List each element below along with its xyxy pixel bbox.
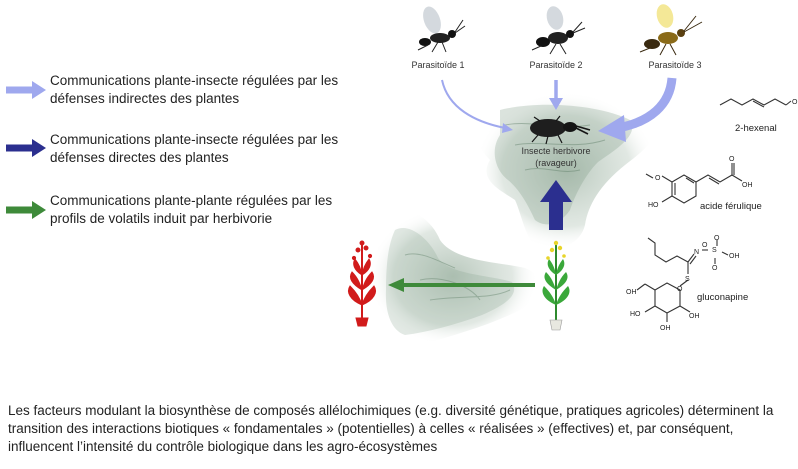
legend-item-plant-plant: Communications plante-plante régulées pa… [50, 193, 333, 226]
arrow-parasitoid-2-to-herbivore [549, 80, 563, 110]
legend-item-direct: Communications plante-insecte régulées p… [50, 132, 339, 165]
gluconapin-o-link: O [702, 242, 708, 249]
arrow-parasitoid-3-to-herbivore [598, 77, 677, 142]
parasitoid-2-label: Parasitoïde 2 [529, 60, 582, 70]
ferulic-o: O [729, 156, 735, 163]
legend-arrow-indirect [6, 81, 46, 99]
ferulic-ho: HO [648, 202, 659, 209]
gluconapin-o-bottom: O [712, 265, 718, 272]
herbivore-label-line2: (ravageur) [535, 158, 577, 168]
ferulic-o-methoxy: O [655, 175, 661, 182]
hexenal-o-atom: O [792, 99, 798, 106]
gluconapin-oh-right: OH [689, 313, 700, 320]
parasitoid-1-label: Parasitoïde 1 [411, 60, 464, 70]
gluconapin-n: N [694, 249, 699, 256]
parasitoid-3-label: Parasitoïde 3 [648, 60, 701, 70]
gluconapin-s-thio: S [685, 276, 690, 283]
arrow-parasitoid-1-to-herbivore [441, 79, 513, 133]
hexenal-structure [719, 98, 792, 108]
legend-item-indirect: Communications plante-insecte régulées p… [50, 73, 339, 106]
gluconapin-oh-top: OH [626, 289, 637, 296]
receiver-plant-icon [348, 240, 376, 327]
legend-arrow-plant-plant [6, 201, 46, 219]
ferulic-label: acide férulique [700, 201, 762, 212]
hexenal-label: 2-hexenal [735, 123, 777, 134]
emitter-plant-icon [542, 240, 570, 331]
herbivore-beetle-icon [530, 115, 591, 145]
arrow-plant-to-plant [388, 278, 535, 292]
gluconapin-structure [636, 237, 729, 322]
gluconapin-o-ring: O [677, 286, 683, 293]
herbivore-label-line1: Insecte herbivore [521, 146, 590, 156]
parasitoid-1-wasp-icon [417, 6, 466, 53]
arrow-plant-to-herbivore-direct [540, 180, 572, 230]
ferulic-acid-structure [645, 163, 743, 204]
parasitoid-3-wasp-icon [639, 4, 703, 56]
gluconapin-s-sulfo: S [712, 247, 717, 254]
gluconapin-o-top: O [714, 235, 720, 242]
gluconapin-oh-sulfo: OH [729, 253, 740, 260]
gluconapin-ho-left: HO [630, 311, 641, 318]
gluconapin-label: gluconapine [697, 292, 748, 303]
figure-caption: Les facteurs modulant la biosynthèse de … [8, 403, 774, 454]
parasitoid-2-wasp-icon [531, 6, 586, 55]
ferulic-oh: OH [742, 182, 753, 189]
legend-arrow-direct [6, 139, 46, 157]
gluconapin-oh-bottom: OH [660, 325, 671, 332]
